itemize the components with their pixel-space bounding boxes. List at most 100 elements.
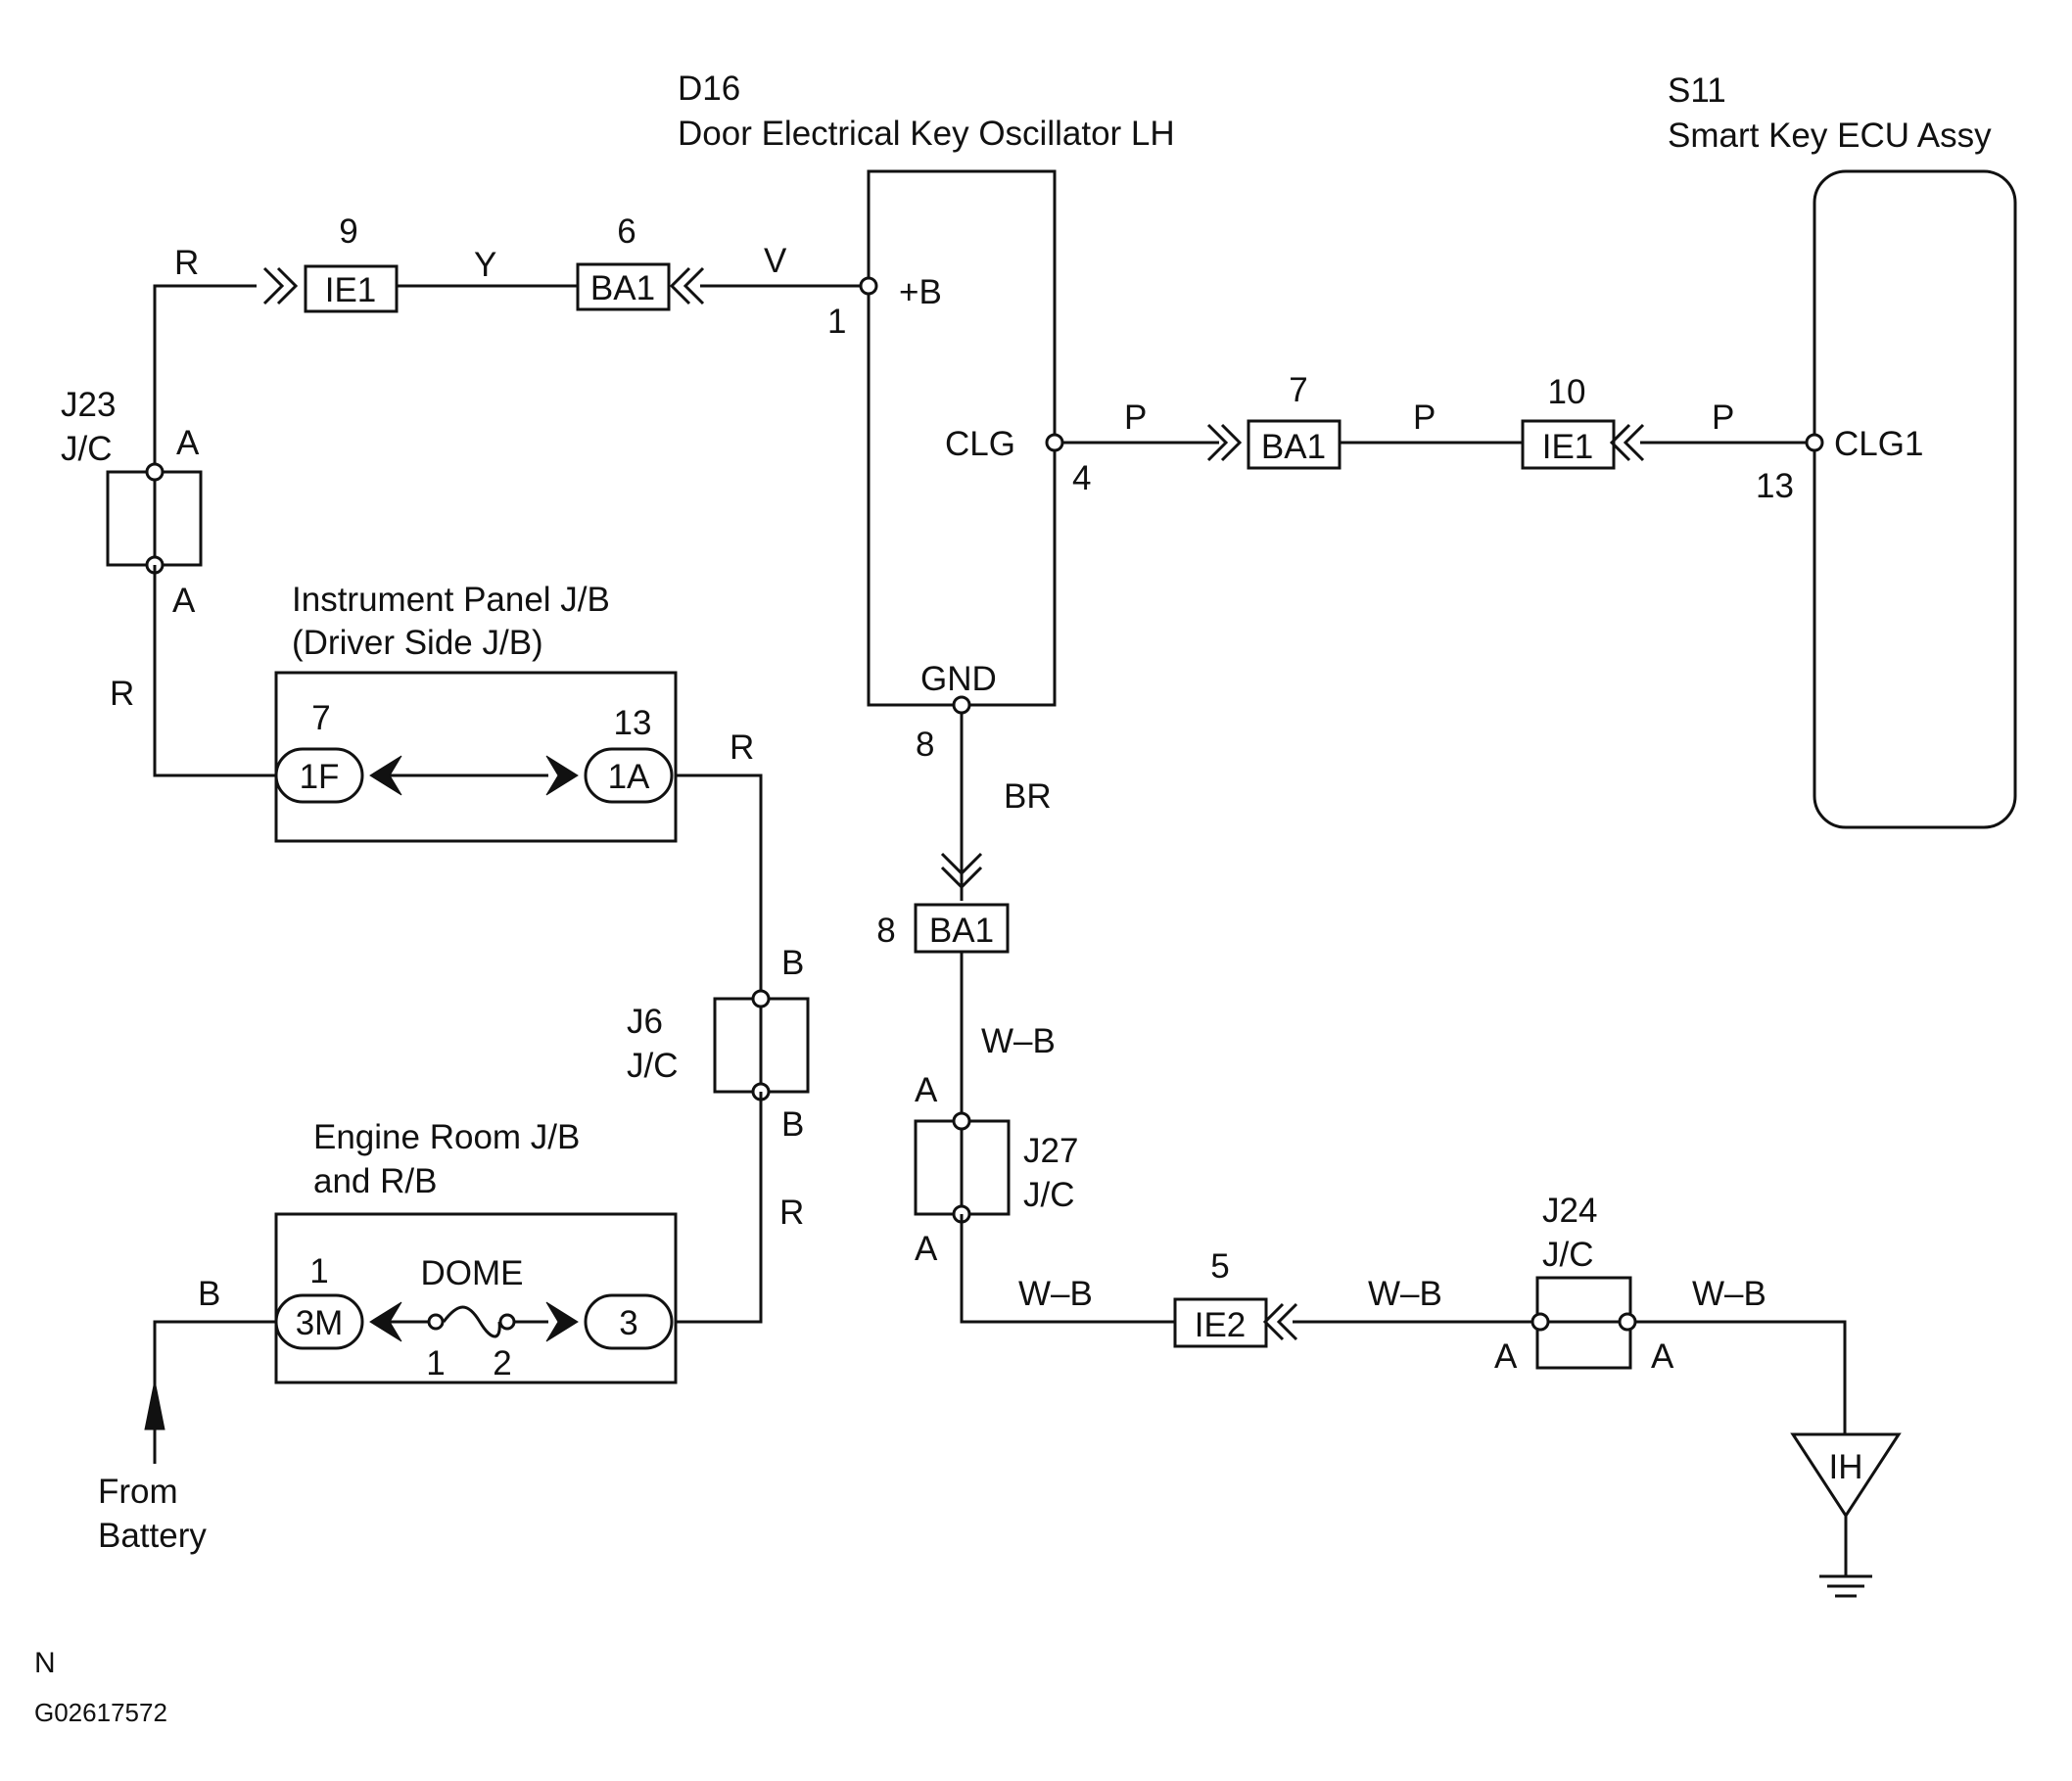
connector-ba1-gnd-pin: 8 [876,912,895,950]
pin-node [145,462,165,482]
j27-pin-bottom: A [915,1230,938,1268]
ipjb-conn-1f-label: 1F [300,758,340,796]
footer-figure-id: G02617572 [34,1698,167,1727]
connector-ie2-label: IE2 [1195,1306,1247,1344]
j6-pin-bottom: B [781,1105,804,1144]
j27-type: J/C [1023,1176,1075,1214]
j24-type: J/C [1542,1236,1594,1274]
d16-pin-b-label: +B [899,273,942,311]
wire-color-p2: P [1413,398,1436,437]
clg-wire-run: P P P BA1 7 IE1 10 [1045,371,1824,470]
j23-id: J23 [61,386,116,424]
ground-point-ih: IH [1790,1432,1902,1598]
battery-label-line2: Battery [98,1517,207,1555]
connector-ie1-top-label: IE1 [325,271,377,309]
male-terminal-icon [545,755,579,796]
j27-pin-top: A [915,1071,938,1109]
male-terminal-icon [545,1301,579,1342]
j27-id: J27 [1023,1132,1078,1170]
erjb-conn-3m-pin: 1 [309,1252,328,1290]
connector-chevron [1263,1302,1298,1341]
footer-code-letter: N [34,1647,56,1679]
wire-b-battery [153,1320,276,1429]
fuse-icon [442,1305,501,1338]
j23-junction-connector: J23 J/C A A [61,386,203,620]
connector-ba1-mid-pin: 7 [1289,371,1307,409]
s11-name: Smart Key ECU Assy [1668,117,1992,155]
erjb-conn-3 [584,1293,674,1350]
d16-name: Door Electrical Key Oscillator LH [678,115,1175,153]
ipjb-conn-1f [274,747,364,804]
wire-color-b: B [198,1275,220,1313]
s11-body [1813,169,2017,829]
wire-wb4 [1635,1320,1847,1434]
wire-color-wb2: W–B [1018,1275,1093,1313]
wire-r-left [153,565,276,777]
s11-smart-key-ecu: S11 Smart Key ECU Assy CLG1 13 [1668,71,2017,829]
erjb-fuse-pin1: 1 [426,1344,445,1383]
pin-node [751,989,771,1008]
wire-color-r: R [174,244,199,282]
wire-color-r-bottom: R [779,1194,804,1232]
erjb-fuse-label: DOME [421,1254,524,1292]
j24-pin-right: A [1651,1337,1674,1376]
d16-pin-clg-number: 4 [1072,459,1091,497]
connector-ie1-top [304,264,399,313]
j23-pin-top: A [176,424,200,462]
j6-junction-connector: J6 J/C B B [627,944,810,1144]
erjb-box [274,1212,678,1384]
d16-pin-b-number: 1 [827,303,846,341]
s11-pin-clg1-number: 13 [1756,467,1794,505]
s11-pin-clg1-label: CLG1 [1834,425,1923,463]
connector-ba1-mid [1247,419,1342,470]
j6-type: J/C [627,1047,679,1085]
pin-node [1530,1312,1550,1332]
d16-id: D16 [678,70,740,108]
erjb-title-line1: Engine Room J/B [313,1118,580,1156]
pin-node [1045,433,1064,452]
connector-chevron [670,266,705,305]
ground-wire-run: BR BA1 8 W–B J27 J/C A A W–B IE2 5 W–B J… [876,695,1847,1434]
j24-pin-left: A [1494,1337,1518,1376]
connector-ba1-gnd-label: BA1 [929,912,994,950]
ipjb-title-line1: Instrument Panel J/B [292,581,610,619]
top-wire-run: R Y V IE1 9 BA1 6 [153,212,878,472]
d16-pin-clg-label: CLG [945,425,1015,463]
connector-ie1-mid [1521,419,1616,470]
d16-pin-gnd-number: 8 [916,726,934,764]
d16-pin-gnd-label: GND [920,660,997,698]
pin-node [952,1111,971,1131]
fuse-terminal [498,1313,516,1331]
connector-ie1-mid-label: IE1 [1542,428,1594,466]
wire-color-wb1: W–B [981,1022,1056,1060]
arrow-up-icon [144,1380,165,1430]
pin-node [1805,433,1824,452]
connector-chevron [1610,423,1645,462]
j6-pin-top: B [781,944,804,982]
connector-ba1-top [576,262,671,311]
wire-color-y: Y [474,246,496,284]
connector-ie2-pin: 5 [1210,1247,1229,1286]
connector-ba1-top-pin: 6 [617,212,636,251]
pin-node [1618,1312,1637,1332]
pin-node [859,276,878,296]
fuse-terminal [427,1313,445,1331]
wire-r-right [676,773,763,999]
connector-ba1-top-label: BA1 [590,269,655,307]
s11-id: S11 [1668,71,1726,110]
wire-wb2 [960,1214,1175,1324]
instrument-panel-jb: R Instrument Panel J/B (Driver Side J/B)… [110,565,763,999]
wire-r-top [153,284,257,472]
connector-ba1-mid-label: BA1 [1261,428,1326,466]
ipjb-title-line2: (Driver Side J/B) [292,624,543,662]
wire-color-r-left: R [110,675,134,713]
connector-ie1-top-pin: 9 [339,212,357,251]
wire-color-wb3: W–B [1368,1275,1442,1313]
d16-oscillator: D16 Door Electrical Key Oscillator LH +B… [678,70,1175,764]
connector-chevron [262,266,298,305]
j6-id: J6 [627,1003,663,1041]
erjb-fuse-pin2: 2 [493,1344,511,1383]
ground-point-label: IH [1829,1448,1863,1486]
wire-color-p3: P [1712,398,1734,437]
